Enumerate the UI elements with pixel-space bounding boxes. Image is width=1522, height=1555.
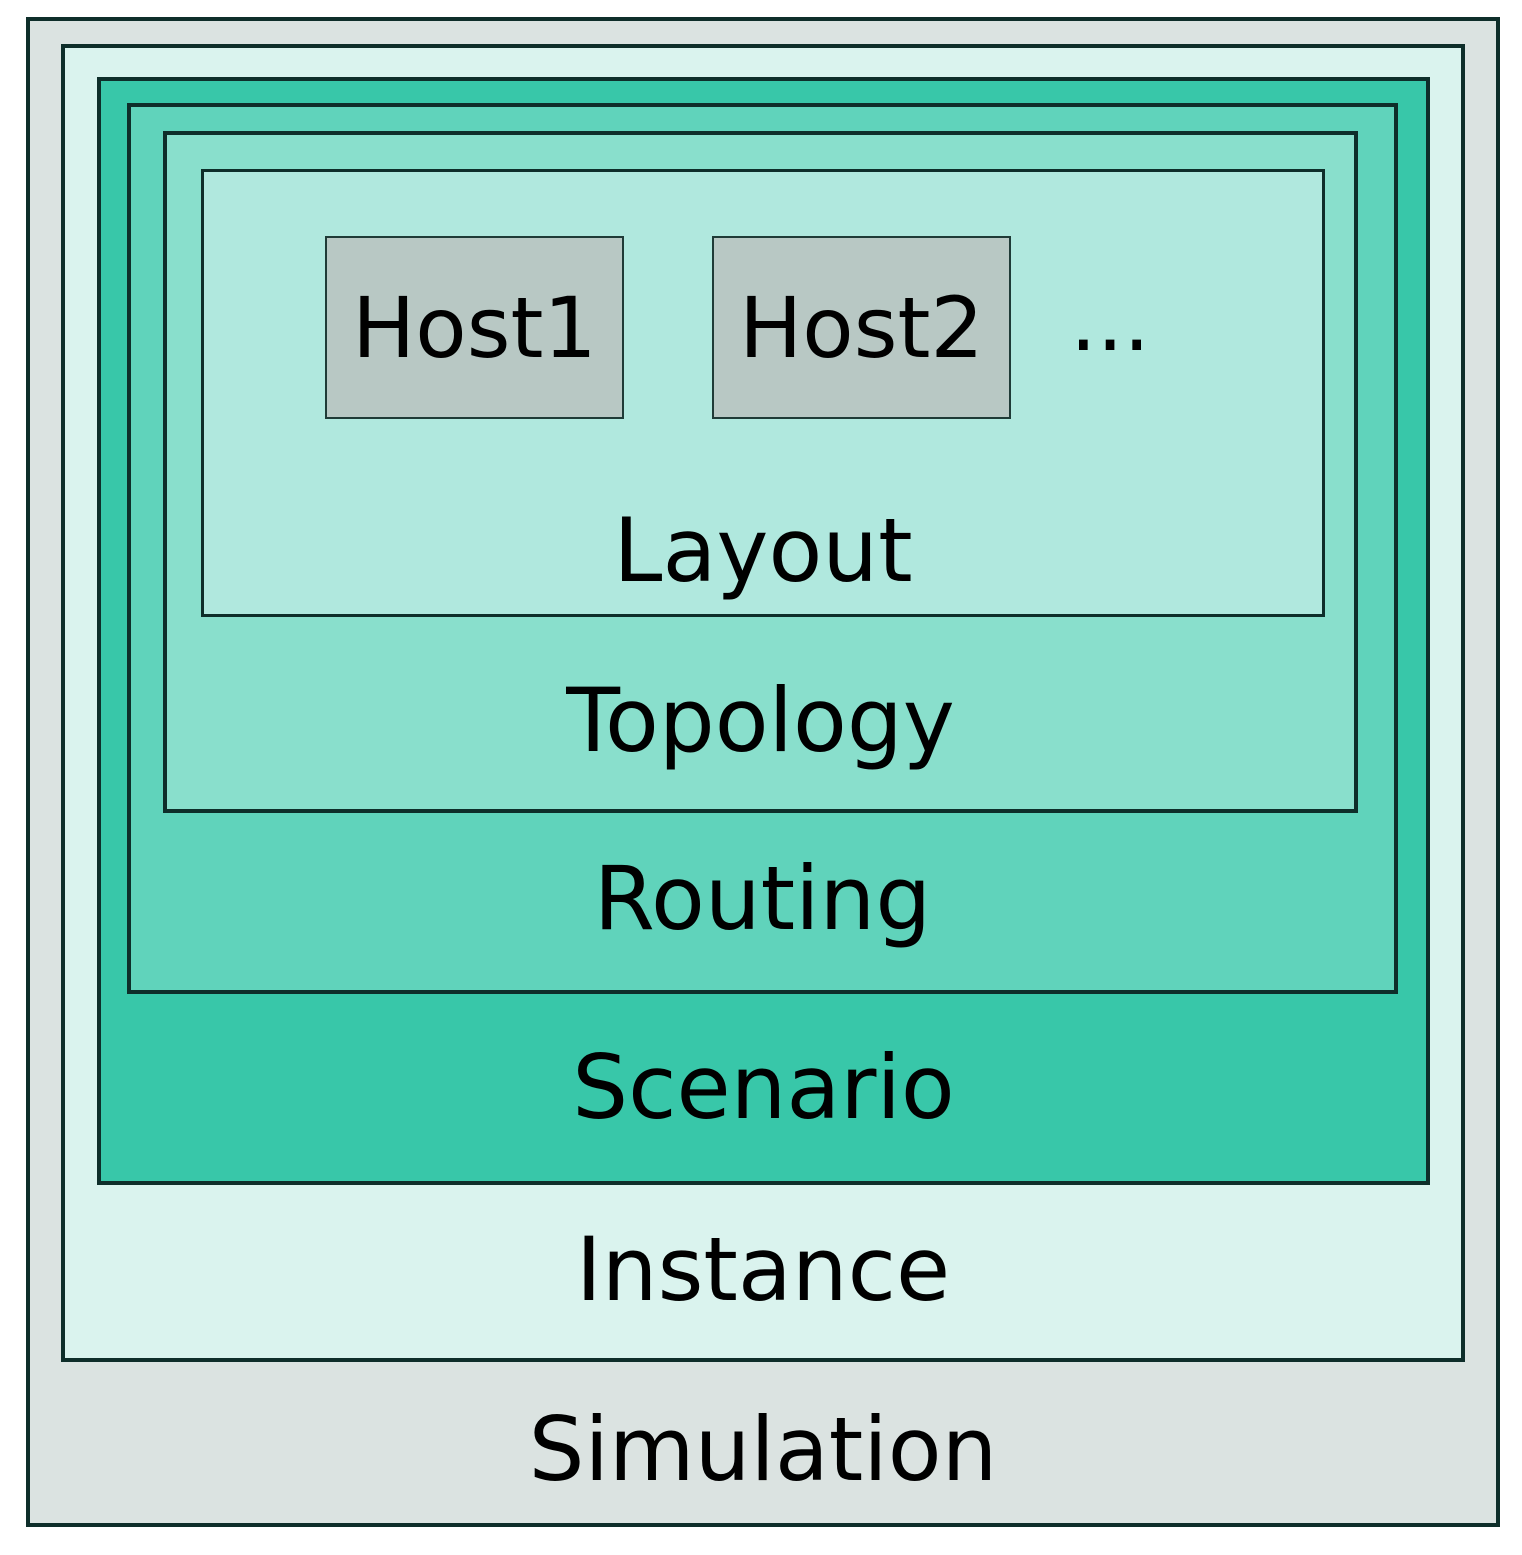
instance-label: Instance — [575, 1218, 951, 1321]
layout-label: Layout — [613, 499, 913, 602]
host-box-2: Host2 — [712, 236, 1011, 419]
host-box-1: Host1 — [325, 236, 624, 419]
topology-label: Topology — [566, 669, 955, 772]
host-label-2: Host2 — [739, 278, 984, 377]
scenario-label: Scenario — [572, 1036, 955, 1139]
simulation-label: Simulation — [528, 1398, 998, 1501]
more-hosts-ellipsis: ... — [1070, 272, 1151, 370]
routing-label: Routing — [593, 847, 932, 950]
host-label-1: Host1 — [352, 278, 597, 377]
